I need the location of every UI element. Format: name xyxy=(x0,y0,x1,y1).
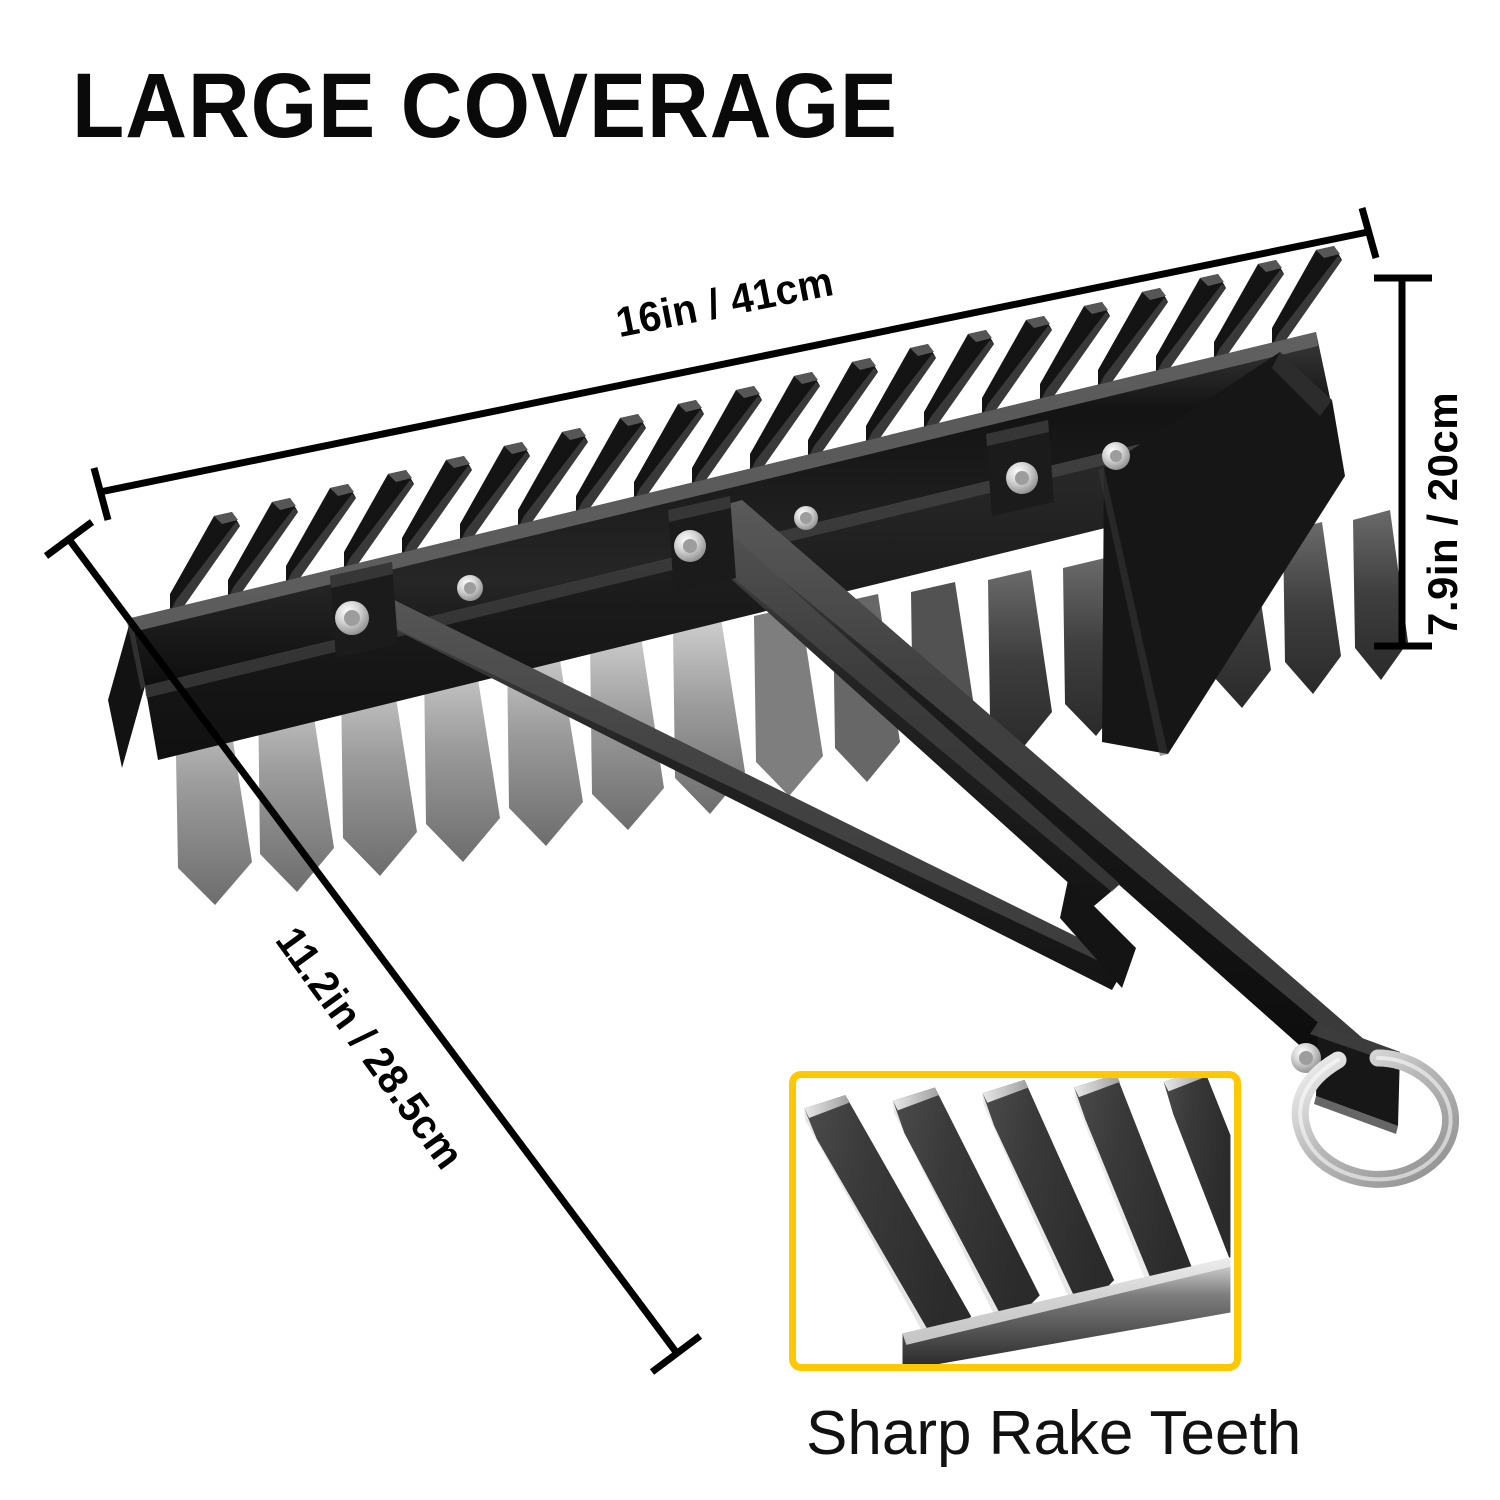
hex-bolt xyxy=(1102,442,1130,470)
right-side-plate xyxy=(1098,352,1345,756)
brace-arms xyxy=(352,528,1136,990)
dim-depth-cap-bottom xyxy=(649,1333,703,1375)
closeup-tooth xyxy=(804,1095,972,1351)
hex-bolt xyxy=(457,575,483,601)
front-tooth xyxy=(754,606,823,796)
left-end-cap xyxy=(108,618,145,768)
front-tooth xyxy=(258,678,334,892)
hex-bolt xyxy=(335,601,369,635)
front-tooth xyxy=(341,666,417,876)
dim-depth-cap-top xyxy=(43,519,95,559)
hex-bolt xyxy=(794,506,818,530)
front-tooth xyxy=(424,654,500,862)
dim-width-line xyxy=(99,228,1369,496)
tow-handle xyxy=(700,500,1400,1134)
front-tooth xyxy=(1283,522,1341,694)
closeup-tooth xyxy=(982,1079,1115,1315)
d-ring-shackle xyxy=(1291,1049,1460,1188)
dim-width-cap-left xyxy=(90,467,112,521)
hex-bolt xyxy=(1006,462,1038,494)
hex-bolt xyxy=(1291,1043,1321,1073)
dim-depth-line xyxy=(65,535,679,1355)
inset-teeth-closeup xyxy=(799,1078,1231,1364)
inset-caption: Sharp Rake Teeth xyxy=(806,1399,1302,1468)
hex-bolt xyxy=(674,530,706,562)
page-title: LARGE COVERAGE xyxy=(72,55,898,157)
closeup-tooth xyxy=(1074,1078,1193,1303)
inset-callout-box xyxy=(789,1071,1241,1371)
dim-width-cap-right xyxy=(1358,207,1380,259)
closeup-tooth xyxy=(1163,1078,1231,1262)
closeup-tooth xyxy=(892,1087,1040,1330)
dimension-label-height: 7.9in / 20cm xyxy=(1419,391,1466,636)
front-tooth xyxy=(988,570,1052,750)
hex-bolts xyxy=(335,442,1321,1073)
dimension-lines xyxy=(43,207,1432,1375)
front-tooth xyxy=(1353,510,1408,680)
